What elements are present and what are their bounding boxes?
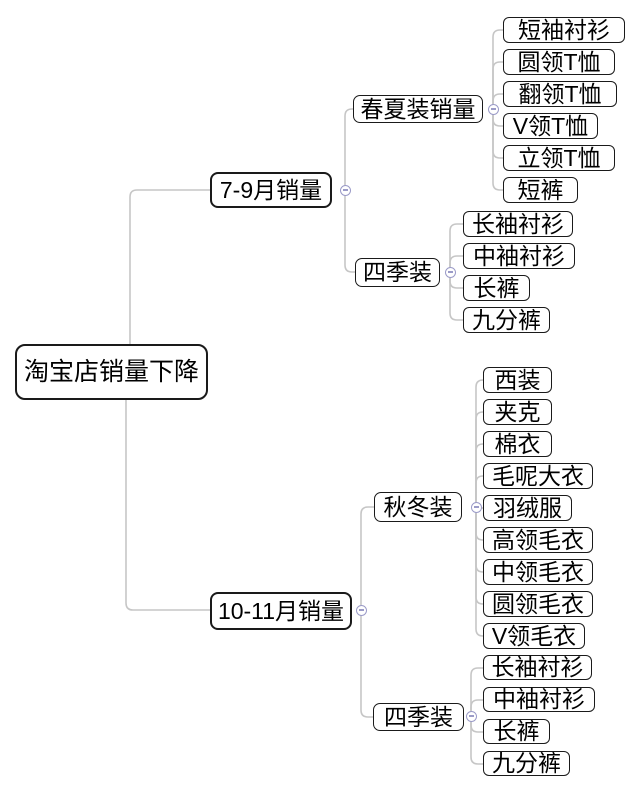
connector-line [475, 443, 484, 507]
leaf-topic[interactable]: 圆领毛衣 [483, 591, 593, 617]
collapse-icon[interactable] [465, 710, 477, 722]
leaf-topic[interactable]: 夹克 [483, 399, 552, 425]
leaf-topic[interactable]: 立领T恤 [503, 145, 615, 171]
leaf-topic[interactable]: 长裤 [483, 719, 550, 744]
leaf-topic[interactable]: 中袖衬衫 [463, 243, 575, 269]
connector-line [360, 610, 373, 718]
leaf-topic[interactable]: V领T恤 [503, 113, 598, 139]
connector-line [129, 189, 210, 344]
connector-line [492, 109, 503, 159]
leaf-topic[interactable]: 棉衣 [483, 431, 552, 457]
topic-spring-summer-sales[interactable]: 春夏装销量 [353, 95, 483, 123]
connector-line [492, 61, 503, 109]
leaf-topic[interactable]: 毛呢大衣 [483, 463, 593, 489]
leaf-topic[interactable]: 中袖衬衫 [483, 687, 595, 712]
collapse-icon[interactable] [487, 103, 499, 115]
topic-four-seasons-2[interactable]: 四季装 [373, 703, 464, 731]
leaf-topic[interactable]: 翻领T恤 [503, 81, 617, 107]
connector-line [492, 109, 503, 191]
connector-line [492, 29, 503, 109]
topic-oct-nov-sales[interactable]: 10-11月销量 [210, 592, 352, 630]
leaf-topic[interactable]: 九分裤 [463, 307, 550, 333]
leaf-topic[interactable]: 高领毛衣 [483, 527, 593, 553]
leaf-topic[interactable]: 圆领T恤 [503, 49, 615, 75]
connector-line [475, 475, 484, 507]
root-topic[interactable]: 淘宝店销量下降 [15, 344, 208, 400]
connector-line [449, 223, 463, 272]
connector-line [470, 699, 483, 716]
leaf-topic[interactable]: 短袖衬衫 [503, 17, 625, 43]
connector-line [470, 667, 483, 716]
collapse-icon[interactable] [444, 266, 456, 278]
connector-line [125, 400, 210, 611]
connector-line [344, 108, 353, 190]
connector-line [492, 93, 503, 109]
connector-line [475, 507, 484, 605]
connector-line [475, 379, 484, 507]
connector-line [475, 507, 484, 637]
connector-line [449, 255, 463, 272]
leaf-topic[interactable]: 短裤 [503, 177, 578, 203]
leaf-topic[interactable]: V领毛衣 [483, 623, 585, 649]
connector-line [470, 716, 483, 765]
leaf-topic[interactable]: 长裤 [463, 275, 530, 301]
collapse-icon[interactable] [470, 501, 482, 513]
connector-line [344, 190, 355, 273]
leaf-topic[interactable]: 中领毛衣 [483, 559, 593, 585]
topic-autumn-winter[interactable]: 秋冬装 [374, 492, 462, 522]
connector-line [475, 411, 484, 507]
leaf-topic[interactable]: 西装 [483, 367, 552, 393]
leaf-topic[interactable]: 九分裤 [483, 751, 570, 776]
leaf-topic[interactable]: 羽绒服 [483, 495, 572, 521]
leaf-topic[interactable]: 长袖衬衫 [463, 211, 573, 237]
connector-line [360, 506, 374, 610]
collapse-icon[interactable] [339, 184, 351, 196]
connector-line [449, 272, 463, 321]
topic-jul-sep-sales[interactable]: 7-9月销量 [210, 172, 332, 208]
topic-four-seasons-1[interactable]: 四季装 [355, 258, 440, 287]
collapse-icon[interactable] [355, 604, 367, 616]
leaf-topic[interactable]: 长袖衬衫 [483, 655, 592, 680]
